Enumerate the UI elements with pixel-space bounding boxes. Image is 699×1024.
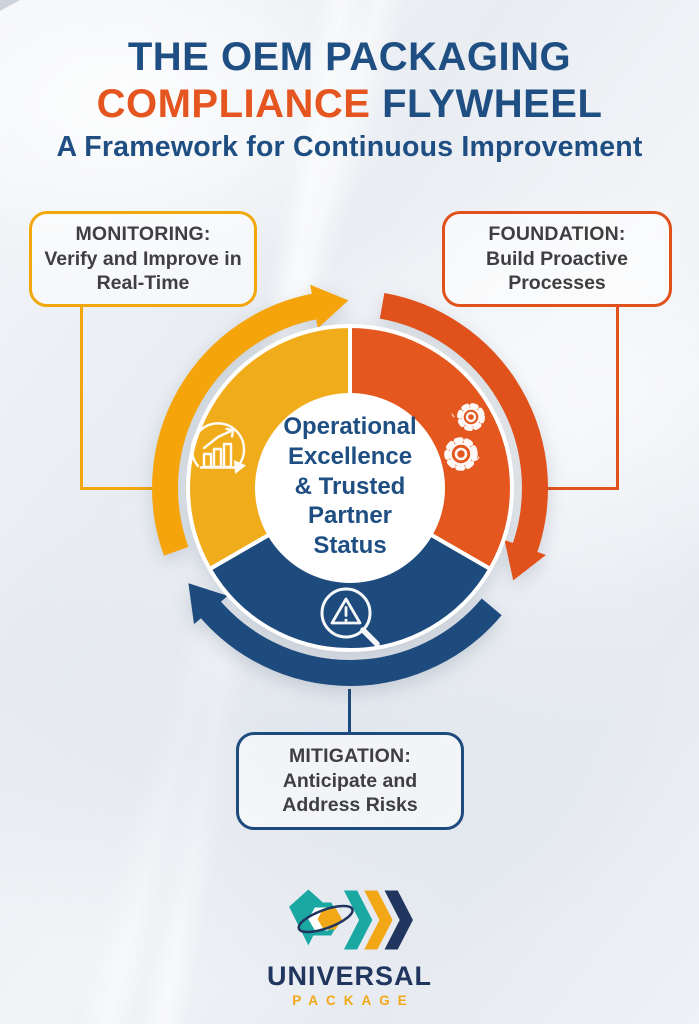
monitoring-connector-vertical <box>80 304 83 490</box>
page-title: THE OEM PACKAGING COMPLIANCE FLYWHEEL <box>0 34 699 128</box>
callout-mitigation-heading: MITIGATION: <box>288 744 412 767</box>
logo-chevron-navy <box>384 890 413 950</box>
risk-magnifier-icon <box>320 587 380 647</box>
callout-mitigation: MITIGATION: Anticipate and Address Risks <box>236 732 464 830</box>
paper-corner-fold <box>0 0 20 11</box>
flywheel-arrow-ring <box>152 284 548 686</box>
title-highlight: COMPLIANCE <box>96 81 371 126</box>
callout-mitigation-body: Anticipate and Address Risks <box>282 769 418 817</box>
center-line: Status <box>313 532 387 559</box>
monitoring-arc <box>152 292 321 556</box>
flywheel-hub <box>255 393 445 583</box>
logo-orbit-ellipse <box>297 904 354 934</box>
callout-monitoring: MONITORING: Verify and Improve in Real-T… <box>29 211 257 307</box>
foundation-arrowhead-icon <box>504 540 546 581</box>
callout-foundation: FOUNDATION: Build Proactive Processes <box>442 211 672 307</box>
monitoring-arrowhead-icon <box>310 284 349 329</box>
title-line1: THE OEM PACKAGING <box>127 35 572 79</box>
center-line: Partner <box>307 502 393 530</box>
logo-chevron-teal <box>343 890 373 950</box>
flywheel-center-label: Operational Excellence & Trusted Partner… <box>258 412 442 561</box>
logo-sub-wordmark: PACKAGE <box>292 993 415 1008</box>
gears-icon <box>444 403 485 471</box>
center-line: Operational <box>283 413 417 440</box>
chart-growth-refresh-icon <box>190 422 246 474</box>
logo-wordmark: UNIVERSAL <box>266 961 432 991</box>
title-line2-rest: FLYWHEEL <box>370 81 603 126</box>
center-line: Excellence <box>287 442 413 470</box>
mitigation-arrowhead-icon <box>188 583 228 625</box>
logo-chevron-amber <box>364 890 393 950</box>
foundation-connector-horizontal <box>546 487 619 490</box>
mitigation-arc <box>198 598 502 686</box>
foundation-connector-vertical <box>616 304 619 490</box>
foundation-arc <box>379 292 548 556</box>
callout-foundation-body: Build Proactive Processes <box>486 247 628 295</box>
callout-monitoring-body: Verify and Improve in Real-Time <box>44 247 242 295</box>
callout-foundation-heading: FOUNDATION: <box>488 222 626 245</box>
flywheel-diagram <box>152 284 548 686</box>
page-subtitle: A Framework for Continuous Improvement <box>56 131 643 163</box>
mitigation-connector-vertical <box>348 689 351 734</box>
universal-package-logo-mark <box>289 889 413 950</box>
center-line: & Trusted <box>294 472 406 500</box>
monitoring-connector-horizontal <box>80 487 156 490</box>
callout-monitoring-heading: MONITORING: <box>75 222 211 245</box>
